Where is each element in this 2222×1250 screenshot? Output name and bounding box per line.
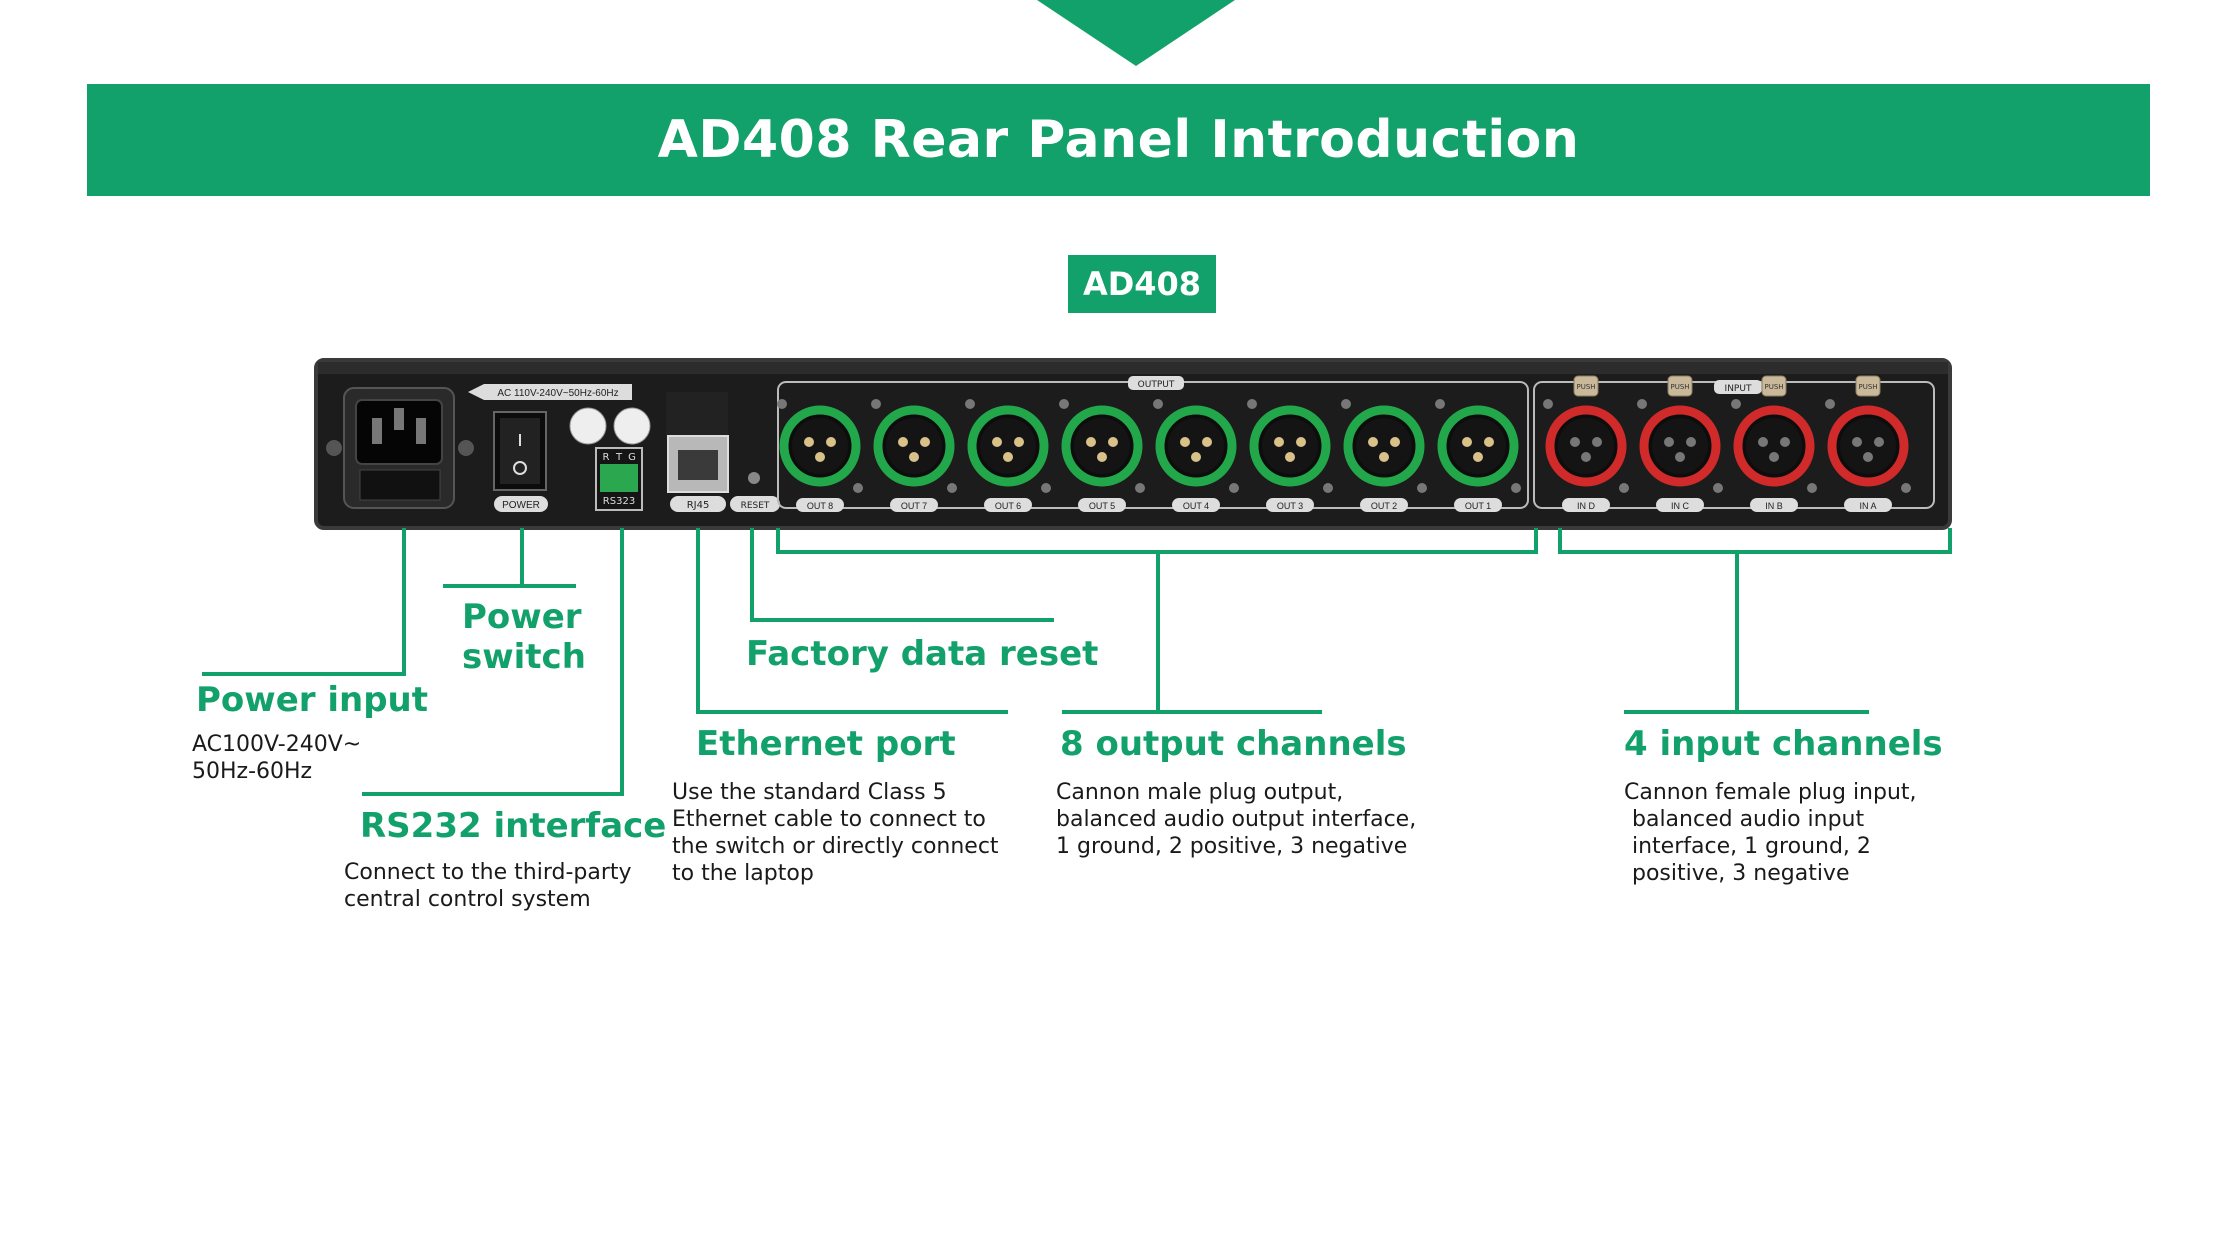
output-label: OUT 7 [901,501,927,511]
power-switch-leader [443,528,576,588]
output-connector: OUT 4 [1153,399,1239,512]
output-connector: OUT 8 [777,399,863,512]
output-label: OUT 5 [1089,501,1115,511]
outputs-desc-line: balanced audio output interface, [1056,807,1417,832]
leader-lines [202,528,1952,796]
output-connector: OUT 7 [871,399,957,512]
input-connector: PUSH IN B [1731,375,1817,512]
rs232-desc-line: Connect to the third-party [344,860,632,885]
output-label: OUT 2 [1371,501,1397,511]
ethernet-desc-line: the switch or directly connect [672,834,999,859]
inputs-bracket [1558,528,1952,554]
push-label: PUSH [1858,383,1877,391]
push-label: PUSH [1764,383,1783,391]
inputs-desc-line: balanced audio input [1632,807,1865,832]
rs232-leader [362,528,624,796]
power-switch-label: POWER [502,500,540,511]
input-connector: PUSH IN A [1825,375,1911,512]
input-group-tag [1714,380,1762,394]
rj45-port: RJ45 [666,392,729,512]
page-title: AD408 Rear Panel Introduction [657,110,1580,170]
output-label: OUT 1 [1465,501,1491,511]
inputs-desc-line: interface, 1 ground, 2 [1632,834,1871,859]
ethernet-desc-line: Ethernet cable to connect to [672,807,986,832]
ethernet-desc-line: to the laptop [672,861,814,886]
output-connectors: OUT 8 OUT 7 OUT 6 OUT 5 OUT 4 OUT 3 OUT 2 OUT 1 [777,399,1521,512]
rs232-desc-line: central control system [344,887,591,912]
title-banner: AD408 Rear Panel Introduction [87,84,2150,196]
power-inlet [326,387,474,509]
outputs-title: 8 output channels [1060,724,1407,764]
inputs-title: 4 input channels [1624,724,1943,764]
input-label: IN B [1765,501,1783,511]
push-label: PUSH [1576,383,1595,391]
output-group-label: OUTPUT [1138,380,1175,390]
output-label: OUT 6 [995,501,1021,511]
voltage-label-text: AC 110V-240V~50Hz-60Hz [497,388,618,399]
output-label: OUT 3 [1277,501,1303,511]
top-arrow-icon [1037,0,1235,66]
power-input-desc-line: 50Hz-60Hz [192,759,313,784]
input-group-label: INPUT [1725,384,1752,394]
power-input-leader [202,528,406,676]
input-label: IN C [1671,501,1690,511]
output-connector: OUT 1 [1435,399,1521,512]
rs232-label: RS323 [603,496,635,507]
ethernet-leader [696,528,1008,714]
reset-leader [750,528,1054,622]
reset-button: RESET [730,472,780,512]
input-connectors: PUSH IN D PUSH IN C PUSH IN B PUSH IN A [1543,375,1911,512]
inputs-desc-line: Cannon female plug input, [1624,780,1917,805]
power-input-desc-line: AC100V-240V~ [192,732,362,757]
output-connector: OUT 6 [965,399,1051,512]
output-connector: OUT 5 [1059,399,1145,512]
output-label: OUT 8 [807,501,833,511]
reset-label: RESET [741,501,770,511]
certification-icon [569,407,607,445]
power-switch: POWER [493,411,548,512]
rs232-pin-label: G [628,452,636,463]
inputs-desc-line: positive, 3 negative [1632,861,1850,886]
outputs-desc-line: Cannon male plug output, [1056,780,1344,805]
ethernet-desc-line: Use the standard Class 5 [672,780,947,805]
push-label: PUSH [1670,383,1689,391]
power-switch-title-line: switch [462,637,586,677]
rs232-pin-label: R [603,452,610,463]
input-label: IN D [1577,501,1596,511]
power-switch-title-line: Power [462,597,582,637]
input-label: IN A [1859,501,1876,511]
factory-reset-title: Factory data reset [746,634,1099,674]
outputs-bracket [776,528,1538,554]
output-connector: OUT 2 [1341,399,1427,512]
model-badge: AD408 [1068,255,1216,313]
ethernet-title: Ethernet port [696,724,956,764]
power-input-title: Power input [196,680,429,720]
rs232-title: RS232 interface [360,806,667,846]
rs232-pin-label: T [615,452,623,463]
input-connector: PUSH IN D [1543,375,1629,512]
device-top-edge [318,362,1948,374]
voltage-label: AC 110V-240V~50Hz-60Hz [468,384,632,400]
output-connector: OUT 3 [1247,399,1333,512]
model-badge-label: AD408 [1082,265,1202,303]
output-group-tag [1128,376,1184,390]
rj45-label: RJ45 [687,500,710,511]
output-label: OUT 4 [1183,501,1209,511]
input-connector: PUSH IN C [1637,375,1723,512]
certification-icon [613,407,651,445]
outputs-desc-line: 1 ground, 2 positive, 3 negative [1056,834,1408,859]
rs232-terminal: R T G RS323 [595,447,643,511]
